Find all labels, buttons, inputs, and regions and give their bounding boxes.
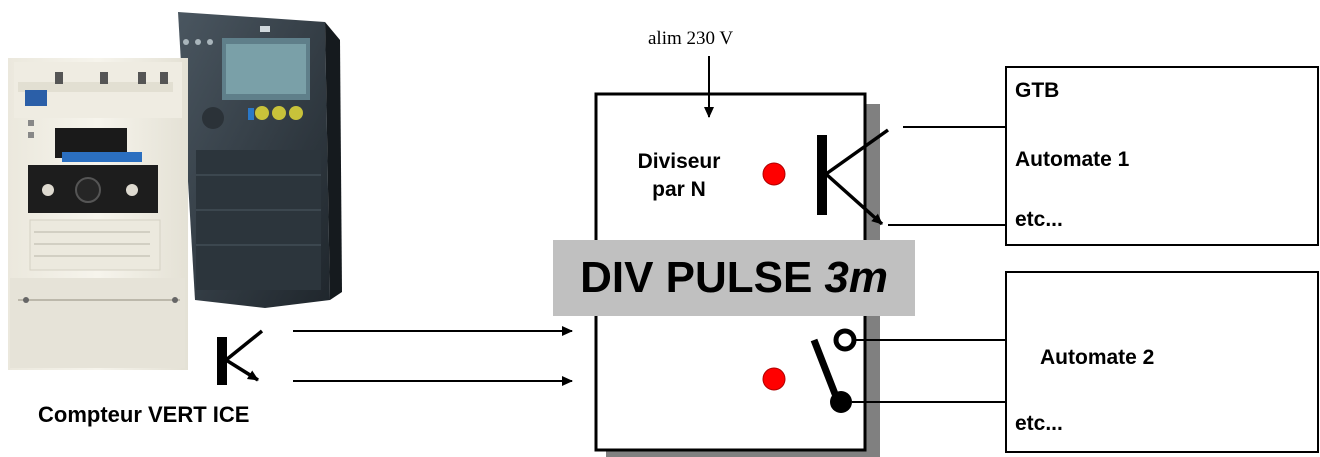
top-receiver-box [1005,66,1319,246]
top-output-automate-1: Automate 1 [1015,148,1130,171]
top-status-led [762,162,786,186]
meter-contact-symbol [217,329,264,385]
top-output-etc: etc... [1015,208,1063,231]
product-name: DIV PULSE [580,253,813,302]
meter-caption: Compteur VERT ICE [38,402,250,427]
divider-label-line1: Diviseur [637,150,721,173]
edf-logo-front [25,90,47,106]
bottom-status-led [762,367,786,391]
top-output-gtb: GTB [1015,79,1060,102]
bottom-output-etc: etc... [1015,412,1063,435]
front-meter [8,58,188,370]
power-label: alim 230 V [648,28,734,49]
divider-label-line2: par N [652,178,706,201]
top-output-contact [817,128,890,226]
bottom-relay-switch [810,328,857,413]
product-banner: DIV PULSE 3m [553,240,915,316]
bottom-output-automate-2: Automate 2 [1040,346,1155,369]
dark-meter [178,12,342,308]
bottom-receiver-box [1005,271,1319,453]
meter-photo [8,12,342,370]
divider-label: Diviseur par N [615,148,743,204]
product-model: 3m [824,253,888,302]
